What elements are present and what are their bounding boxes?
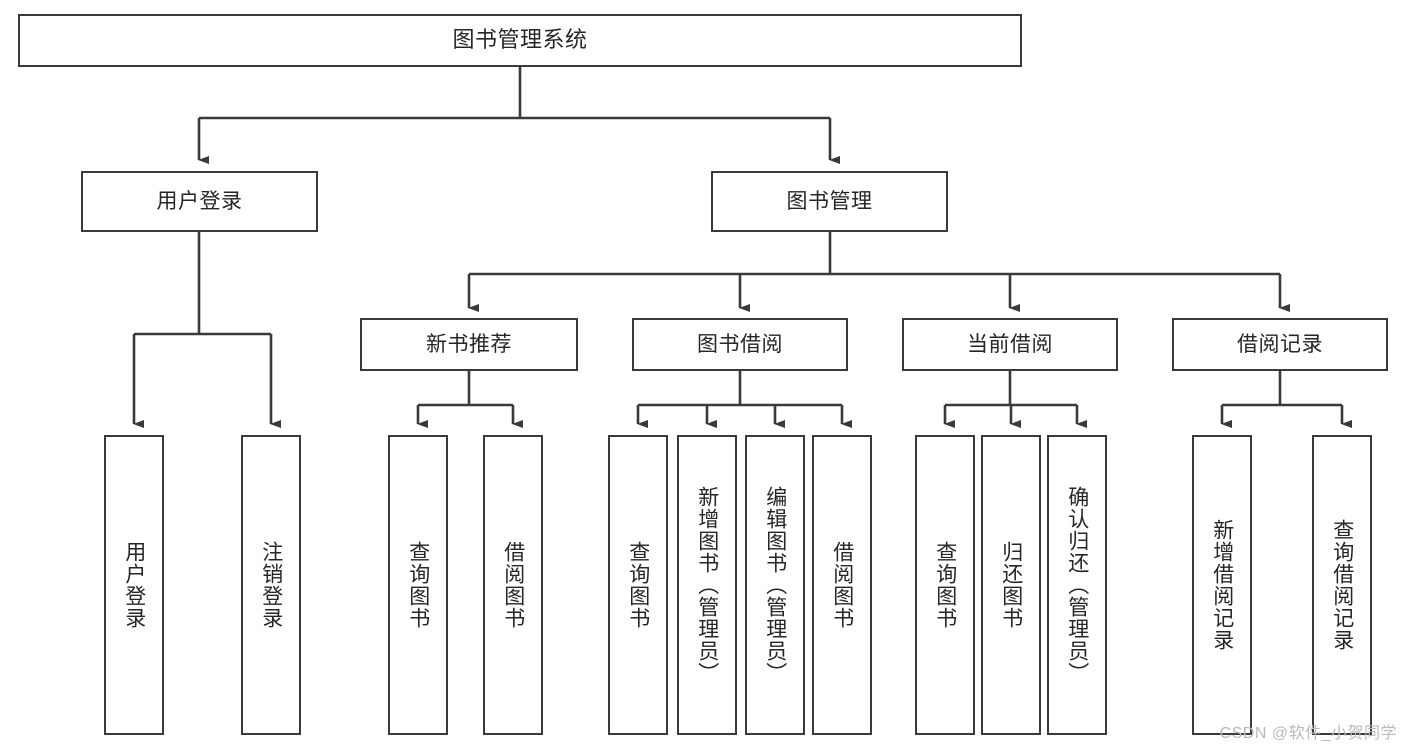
- node-book-borrowing[interactable]: 图书借阅: [632, 318, 848, 371]
- node-label: 用户登录: [156, 189, 243, 213]
- node-label: 查询图书: [626, 541, 650, 629]
- csdn-watermark: CSDN @软件_小贺同学: [1219, 725, 1397, 742]
- node-label: 注销登录: [259, 541, 283, 629]
- leaf-node-add-book-admin[interactable]: 新增图书（管理员）: [677, 435, 737, 735]
- node-borrowing-records[interactable]: 借阅记录: [1172, 318, 1388, 371]
- node-label: 查询图书: [406, 541, 430, 629]
- node-label: 借阅图书: [830, 541, 854, 629]
- node-label: 借阅记录: [1237, 332, 1323, 356]
- node-label: 查询借阅记录: [1330, 519, 1354, 651]
- node-label: 借阅图书: [501, 541, 525, 629]
- leaf-node-edit-book-admin[interactable]: 编辑图书（管理员）: [745, 435, 805, 735]
- leaf-node-confirm-return-admin[interactable]: 确认归还（管理员）: [1047, 435, 1107, 735]
- node-book-management[interactable]: 图书管理: [711, 171, 948, 232]
- leaf-node-add-borrow-record[interactable]: 新增借阅记录: [1192, 435, 1252, 735]
- node-label: 用户登录: [122, 541, 146, 629]
- node-root-book-management-system[interactable]: 图书管理系统: [18, 14, 1022, 67]
- node-label: 图书管理系统: [452, 27, 588, 53]
- leaf-node-query-borrow-record[interactable]: 查询借阅记录: [1312, 435, 1372, 735]
- node-label: 图书借阅: [697, 332, 783, 356]
- node-label: 编辑图书（管理员）: [763, 486, 787, 684]
- leaf-node-return-book[interactable]: 归还图书: [981, 435, 1041, 735]
- node-label: 查询图书: [933, 541, 957, 629]
- node-label: 图书管理: [786, 189, 873, 213]
- node-label: 新增图书（管理员）: [695, 486, 719, 684]
- node-new-book-recommendation[interactable]: 新书推荐: [360, 318, 578, 371]
- leaf-node-query-book-1[interactable]: 查询图书: [388, 435, 448, 735]
- leaf-node-query-book-3[interactable]: 查询图书: [915, 435, 975, 735]
- node-label: 归还图书: [999, 541, 1023, 629]
- node-label: 新书推荐: [426, 332, 512, 356]
- leaf-node-logout[interactable]: 注销登录: [241, 435, 301, 735]
- leaf-node-borrow-book-1[interactable]: 借阅图书: [483, 435, 543, 735]
- node-label: 确认归还（管理员）: [1065, 486, 1089, 684]
- node-label: 新增借阅记录: [1210, 519, 1234, 651]
- node-user-login[interactable]: 用户登录: [81, 171, 318, 232]
- leaf-node-borrow-book-2[interactable]: 借阅图书: [812, 435, 872, 735]
- node-current-borrowing[interactable]: 当前借阅: [902, 318, 1118, 371]
- node-label: 当前借阅: [967, 332, 1053, 356]
- leaf-node-query-book-2[interactable]: 查询图书: [608, 435, 668, 735]
- leaf-node-user-login[interactable]: 用户登录: [104, 435, 164, 735]
